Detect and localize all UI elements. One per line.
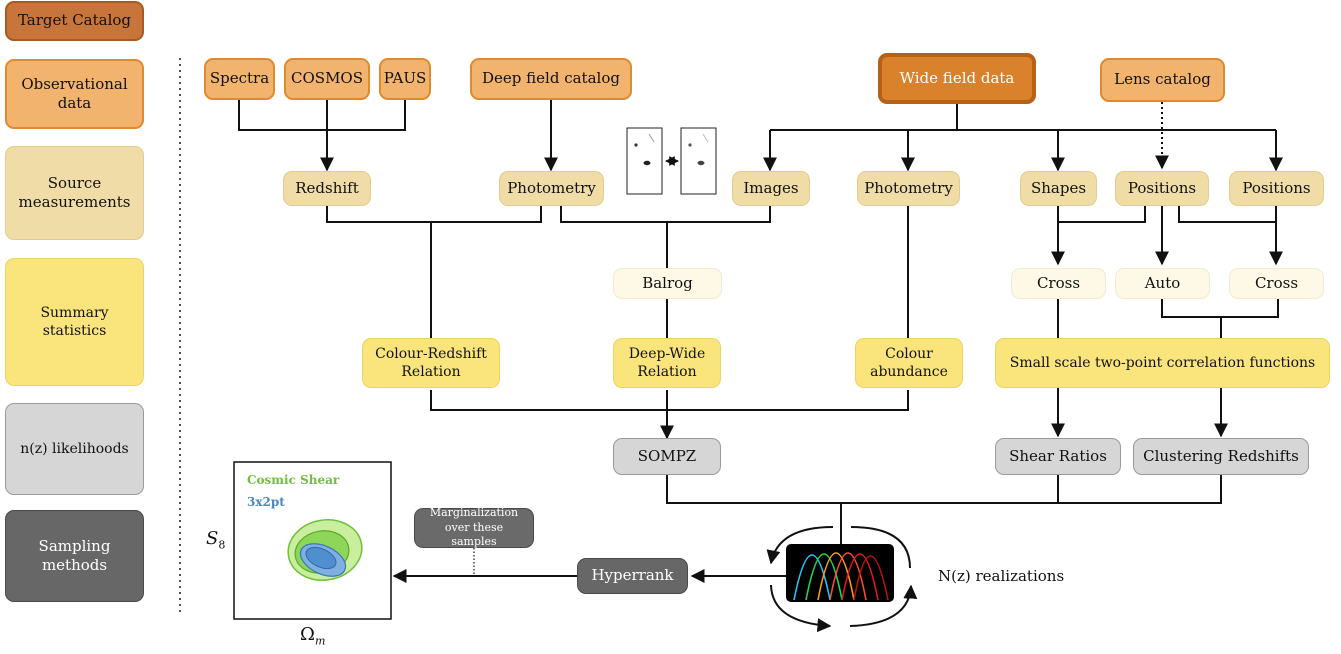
shapes-node: Shapes [1020,171,1097,206]
legend-sampling-methods: Sampling methods [5,510,144,602]
auto-node: Auto [1115,268,1210,299]
galaxy-image-thumbnails [626,127,717,195]
omega-m-axis-label: Ωm [300,624,326,648]
hyperrank-node: Hyperrank [577,558,688,594]
positions-node-2: Positions [1229,171,1324,206]
cosmic-shear-legend: Cosmic Shear [247,473,340,487]
images-node: Images [732,171,810,206]
paus-node: PAUS [379,58,431,100]
lens-catalog-node: Lens catalog [1100,58,1225,102]
clustering-redshifts-node: Clustering Redshifts [1133,438,1309,475]
redshift-node: Redshift [283,171,371,206]
legend-target-catalog: Target Catalog [5,1,144,41]
cross-node-2: Cross [1229,268,1324,299]
colour-abundance-node: Colour abundance [855,338,963,388]
legend-summary-statistics: Summary statistics [5,258,144,386]
legend-source-measurements: Source measurements [5,146,144,240]
spectra-node: Spectra [204,58,275,100]
nz-realizations-panel [786,544,894,602]
positions-node-1: Positions [1115,171,1209,206]
deep-field-catalog-node: Deep field catalog [470,58,632,100]
small-scale-2pt-node: Small scale two-point correlation functi… [995,338,1330,388]
cosmos-node: COSMOS [284,58,370,100]
sompz-node: SOMPZ [613,438,721,475]
cross-node-1: Cross [1011,268,1106,299]
marginalization-note: Marginalization over these samples [414,506,534,548]
s8-axis-text: S8 [206,528,226,552]
photometry-wide-node: Photometry [857,171,960,206]
nz-realizations-label: N(z) realizations [938,567,1065,585]
colour-redshift-relation-node: Colour-Redshift Relation [362,338,500,388]
photometry-deep-node: Photometry [499,171,604,206]
legend-nz-likelihoods: n(z) likelihoods [5,403,144,495]
contour-plot [233,461,392,620]
shear-ratios-node: Shear Ratios [995,438,1121,475]
s8-axis-label: S8 [206,528,225,552]
wide-field-data-node: Wide field data [878,53,1036,104]
legend-observational-data: Observational data [5,59,144,129]
deep-wide-relation-node: Deep-Wide Relation [613,338,721,388]
three-x-two-pt-legend: 3x2pt [247,495,285,509]
balrog-node: Balrog [613,268,722,299]
